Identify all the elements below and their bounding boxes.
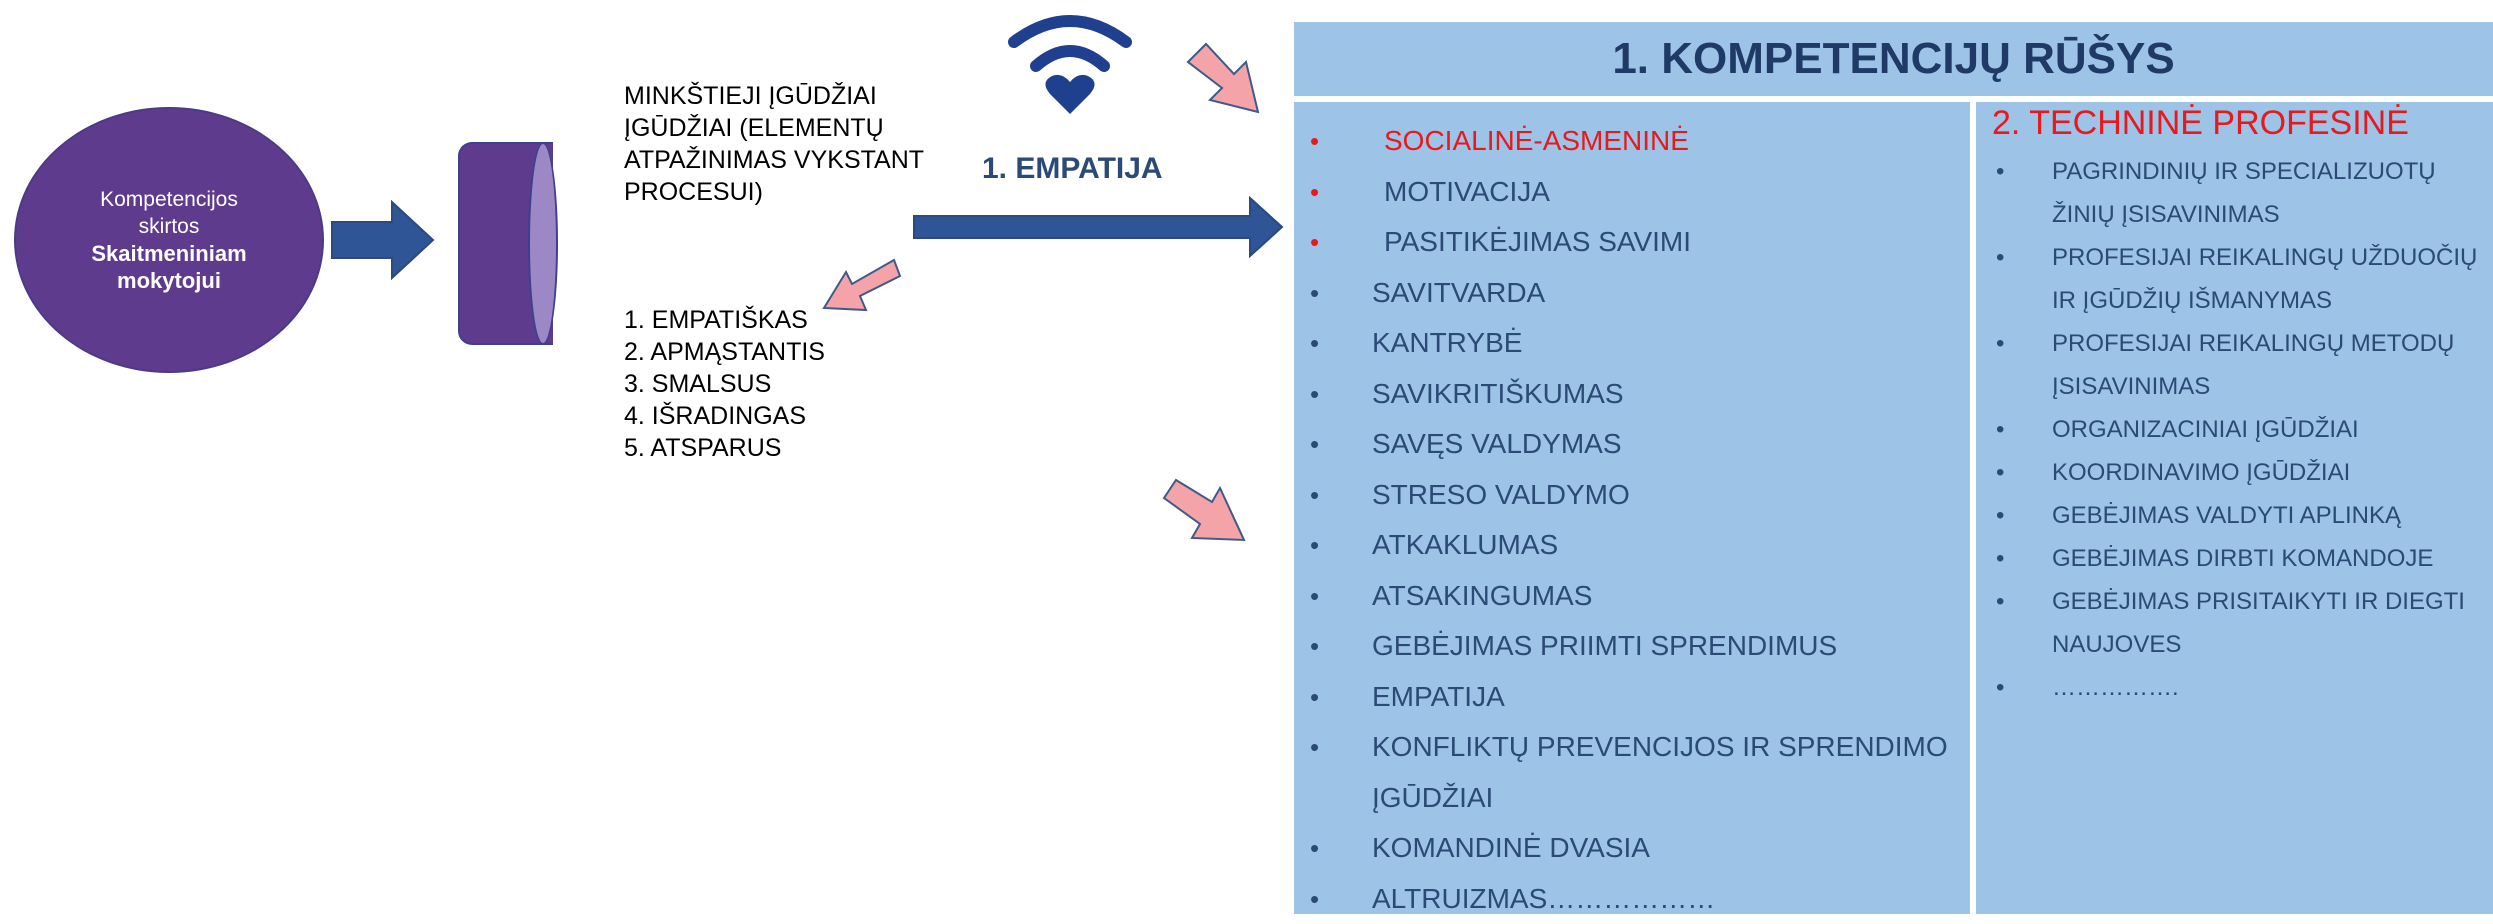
list-item: •STRESO VALDYMO: [1310, 470, 1960, 521]
list-item: •ALTRUIZMAS………………: [1310, 874, 1960, 924]
list-item: •SAVĘS VALDYMAS: [1310, 419, 1960, 470]
list-item: •PAGRINDINIŲ IR SPECIALIZUOTŲ: [1996, 150, 2486, 193]
list-item-continuation: ŽINIŲ ĮSISAVINIMAS: [1996, 193, 2486, 236]
list-item-continuation: ĮSISAVINIMAS: [1996, 365, 2486, 408]
pink-arrow-top: [1186, 42, 1262, 114]
list-item-continuation: ĮGŪDŽIAI: [1310, 773, 1960, 824]
circle-line-3: Skaitmeniniam: [91, 240, 246, 267]
list-item: •GEBĖJIMAS PRISITAIKYTI IR DIEGTI: [1996, 580, 2486, 623]
list-item: 3. SMALSUS: [624, 368, 825, 400]
list-item-continuation: IR ĮGŪDŽIŲ IŠMANYMAS: [1996, 279, 2486, 322]
list-item: •KONFLIKTŲ PREVENCIJOS IR SPRENDIMO: [1310, 722, 1960, 773]
arrow-to-panel: [912, 196, 1284, 258]
technical-column-title: 2. TECHNINĖ PROFESINĖ: [1992, 104, 2409, 143]
technical-professional-list: •PAGRINDINIŲ IR SPECIALIZUOTŲ ŽINIŲ ĮSIS…: [1996, 150, 2486, 709]
list-item: •GEBĖJIMAS DIRBTI KOMANDOJE: [1996, 537, 2486, 580]
soft-skills-heading: MINKŠTIEJI ĮGŪDŽIAI ĮGŪDŽIAI (ELEMENTŲ A…: [624, 80, 924, 208]
list-item: 2. APMĄSTANTIS: [624, 336, 825, 368]
empathy-label: 1. EMPATIJA: [982, 152, 1163, 186]
arrow-to-cylinder: [330, 200, 435, 280]
list-item-continuation: NAUJOVES: [1996, 623, 2486, 666]
circle-line-4: mokytojui: [117, 267, 221, 294]
social-personal-list: •SOCIALINĖ-ASMENINĖ •MOTIVACIJA •PASITIK…: [1310, 116, 1960, 924]
list-item: 1. EMPATIŠKAS: [624, 304, 825, 336]
pink-arrow-bottom: [1162, 478, 1246, 544]
list-item: •ATSAKINGUMAS: [1310, 571, 1960, 622]
list-item: 4. IŠRADINGAS: [624, 400, 825, 432]
list-item: •SAVIKRITIŠKUMAS: [1310, 369, 1960, 420]
panel-header: 1. KOMPETENCIJŲ RŪŠYS: [1294, 22, 2493, 96]
wifi-heart-icon: [1006, 10, 1134, 116]
list-item: •GEBĖJIMAS PRIIMTI SPRENDIMUS: [1310, 621, 1960, 672]
circle-line-2: skirtos: [139, 213, 200, 240]
list-item: •ORGANIZACINIAI ĮGŪDŽIAI: [1996, 408, 2486, 451]
list-item: 5. ATSPARUS: [624, 432, 825, 464]
list-item: •…………….: [1996, 666, 2486, 709]
list-item: •KOMANDINĖ DVASIA: [1310, 823, 1960, 874]
panel-title: 1. KOMPETENCIJŲ RŪŠYS: [1612, 34, 2174, 84]
list-item: •KOORDINAVIMO ĮGŪDŽIAI: [1996, 451, 2486, 494]
list-item: •PROFESIJAI REIKALINGŲ METODŲ: [1996, 322, 2486, 365]
list-item: •SOCIALINĖ-ASMENINĖ: [1310, 116, 1960, 167]
list-item: •PROFESIJAI REIKALINGŲ UŽDUOČIŲ: [1996, 236, 2486, 279]
circle-line-1: Kompetencijos: [100, 186, 238, 213]
list-item: •ATKAKLUMAS: [1310, 520, 1960, 571]
list-item: •MOTIVACIJA: [1310, 167, 1960, 218]
list-item: •PASITIKĖJIMAS SAVIMI: [1310, 217, 1960, 268]
list-item: •SAVITVARDA: [1310, 268, 1960, 319]
list-item: •EMPATIJA: [1310, 672, 1960, 723]
pink-arrow-to-traits: [822, 258, 902, 318]
cylinder-end: [528, 142, 558, 345]
list-item: •GEBĖJIMAS VALDYTI APLINKĄ: [1996, 494, 2486, 537]
traits-list: 1. EMPATIŠKAS 2. APMĄSTANTIS 3. SMALSUS …: [624, 304, 825, 464]
competency-circle: Kompetencijos skirtos Skaitmeniniam moky…: [14, 107, 324, 373]
list-item: •KANTRYBĖ: [1310, 318, 1960, 369]
